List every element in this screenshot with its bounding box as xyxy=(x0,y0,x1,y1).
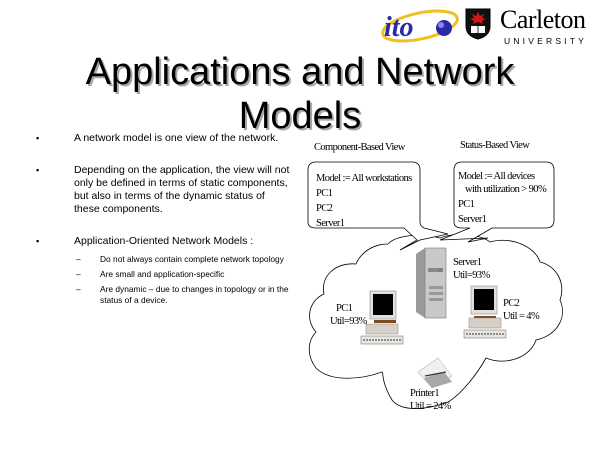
bullet-marker: ▪ xyxy=(36,133,40,143)
status-view-label: Status-Based View xyxy=(460,140,530,151)
sub-bullet-text: Do not always contain complete network t… xyxy=(100,254,284,264)
pc2-icon xyxy=(463,285,507,339)
callout-line: Server1 xyxy=(316,218,345,229)
callout-line: Model := All devices xyxy=(458,171,535,182)
component-view-content: Model := All workstations PC1 PC2 Server… xyxy=(316,172,412,230)
device-util: Util=93% xyxy=(453,270,490,281)
bullet-list: ▪ A network model is one view of the net… xyxy=(30,132,290,321)
dash-marker: – xyxy=(76,284,81,294)
slide-title: Applications and Network Models xyxy=(60,50,540,138)
printer-icon xyxy=(417,357,453,389)
callout-line: PC1 xyxy=(458,199,475,210)
callout-line: Server1 xyxy=(458,214,487,225)
status-view-callout xyxy=(439,161,555,243)
sub-bullet-item: – Are dynamic – due to changes in topolo… xyxy=(30,284,290,306)
callout-line: Model := All workstations xyxy=(316,173,412,184)
printer-label: Printer1 Util = 24% xyxy=(410,387,451,413)
bullet-item: ▪ Application-Oriented Network Models : … xyxy=(30,235,290,306)
bullet-text: Depending on the application, the view w… xyxy=(74,164,290,215)
sub-bullet-item: – Are small and application-specific xyxy=(30,269,290,280)
server-icon xyxy=(416,247,447,319)
bullet-item: ▪ A network model is one view of the net… xyxy=(30,132,290,145)
status-view-content: Model := All devices with utilization > … xyxy=(458,170,547,226)
device-name: Printer1 xyxy=(410,388,440,399)
device-name: PC1 xyxy=(336,303,353,314)
sub-bullet-list: – Do not always contain complete network… xyxy=(30,254,290,306)
pc2-label: PC2 Util = 4% xyxy=(503,297,540,323)
dash-marker: – xyxy=(76,269,81,279)
bullet-marker: ▪ xyxy=(36,236,40,246)
sub-bullet-text: Are small and application-specific xyxy=(100,269,225,279)
university-name: Carleton xyxy=(500,5,586,34)
slide-title-line-2: Models xyxy=(238,95,362,137)
callout-line: with utilization > 90% xyxy=(465,184,547,195)
bullet-marker: ▪ xyxy=(36,165,40,175)
callout-line: PC2 xyxy=(316,203,333,214)
device-name: PC2 xyxy=(503,298,520,309)
device-name: Server1 xyxy=(453,257,482,268)
component-view-callout xyxy=(307,161,449,251)
server-label: Server1 Util=93% xyxy=(453,256,490,282)
pc1-label: PC1 Util=93% xyxy=(330,302,367,328)
slide-title-line-1: Applications and Network xyxy=(85,51,515,93)
dash-marker: – xyxy=(76,254,81,264)
sub-bullet-text: Are dynamic – due to changes in topology… xyxy=(100,284,289,305)
device-util: Util = 4% xyxy=(503,311,540,322)
ito-logo: ito xyxy=(381,9,459,43)
university-crest-icon xyxy=(465,8,491,40)
callout-line: PC1 xyxy=(316,188,333,199)
bullet-item: ▪ Depending on the application, the view… xyxy=(30,164,290,216)
network-cloud xyxy=(308,234,563,409)
pc1-icon xyxy=(360,290,404,345)
university-subtitle: UNIVERSITY xyxy=(504,36,588,46)
component-view-label: Component-Based View xyxy=(314,142,405,153)
ito-logo-text: ito xyxy=(384,12,414,43)
device-util: Util=93% xyxy=(330,316,367,327)
bullet-text: Application-Oriented Network Models : xyxy=(74,235,254,247)
device-util: Util = 24% xyxy=(410,401,451,412)
bullet-text: A network model is one view of the netwo… xyxy=(74,132,279,144)
sub-bullet-item: – Do not always contain complete network… xyxy=(30,254,290,265)
